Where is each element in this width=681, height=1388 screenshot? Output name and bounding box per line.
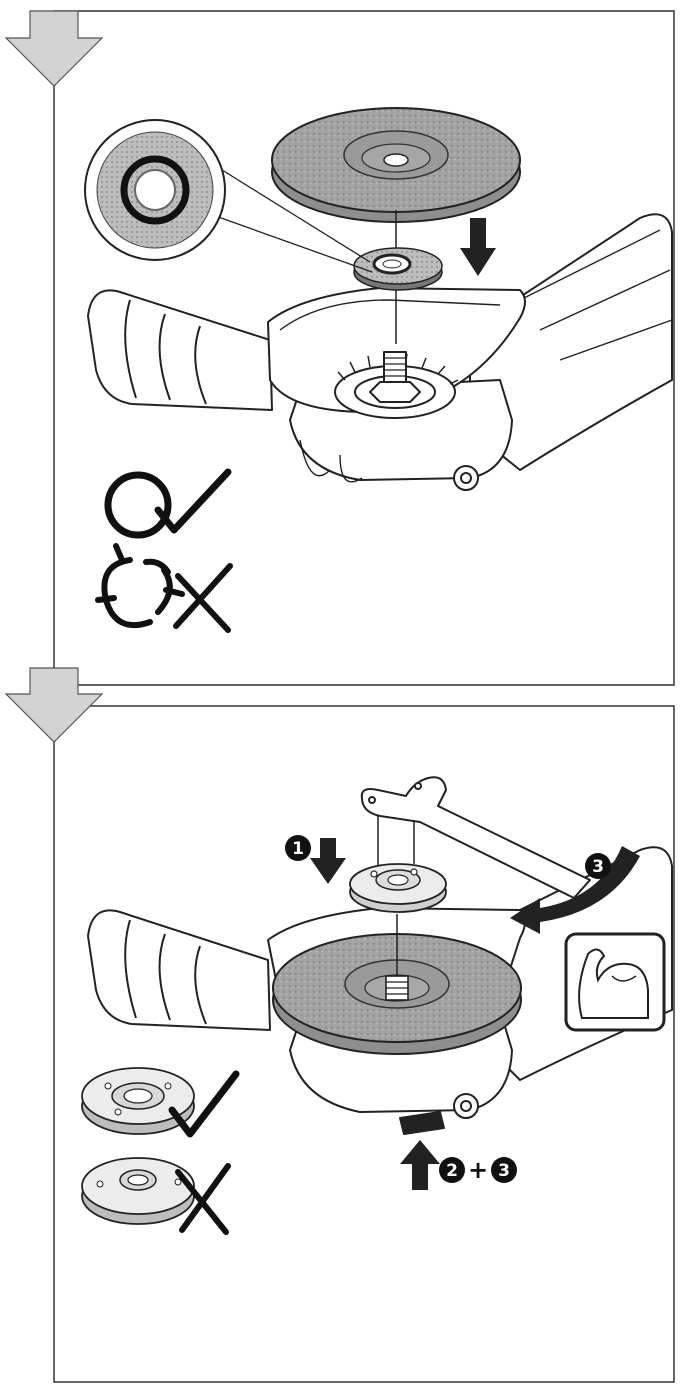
flange-nut-icon [349,863,447,913]
step-marker-3-label: 3 [592,857,604,877]
check-icon [104,468,232,539]
washer-detail-magnifier [84,119,373,273]
plus-label: + [468,1156,488,1184]
push-up-arrow-icon [400,1140,440,1190]
step-marker-1: 1 [285,835,311,861]
step-marker-3: 3 [585,853,611,879]
push-down-arrow-icon [460,218,496,276]
panel-frame [53,10,675,686]
rubber-washer-icon [353,247,443,291]
step-arrow-icon [4,10,104,87]
check-icon [168,1070,240,1138]
step-marker-2-plus-3: 2 + 3 [439,1156,517,1184]
angle-grinder-icon [87,213,673,491]
step-panel-1 [4,10,675,686]
cross-icon [175,1163,231,1235]
cross-icon [95,543,233,633]
push-down-arrow-icon [310,838,346,884]
flange-correct-icon [81,1067,195,1135]
grinding-disc-icon [272,933,522,1055]
step-marker-3b-label: 3 [498,1161,510,1181]
step-marker-1-label: 1 [292,839,304,859]
grinding-disc-icon [271,107,521,223]
spanner-icon [360,776,591,899]
flange-wrong-icon [81,1157,195,1225]
step-marker-2-label: 2 [446,1161,458,1181]
step-arrow-icon [4,667,104,743]
strength-icon [564,932,666,1032]
step-panel-2: 1 3 2 + 3 [4,667,675,1383]
panel-frame [53,705,675,1383]
rotate-arrow-icon [510,846,640,934]
